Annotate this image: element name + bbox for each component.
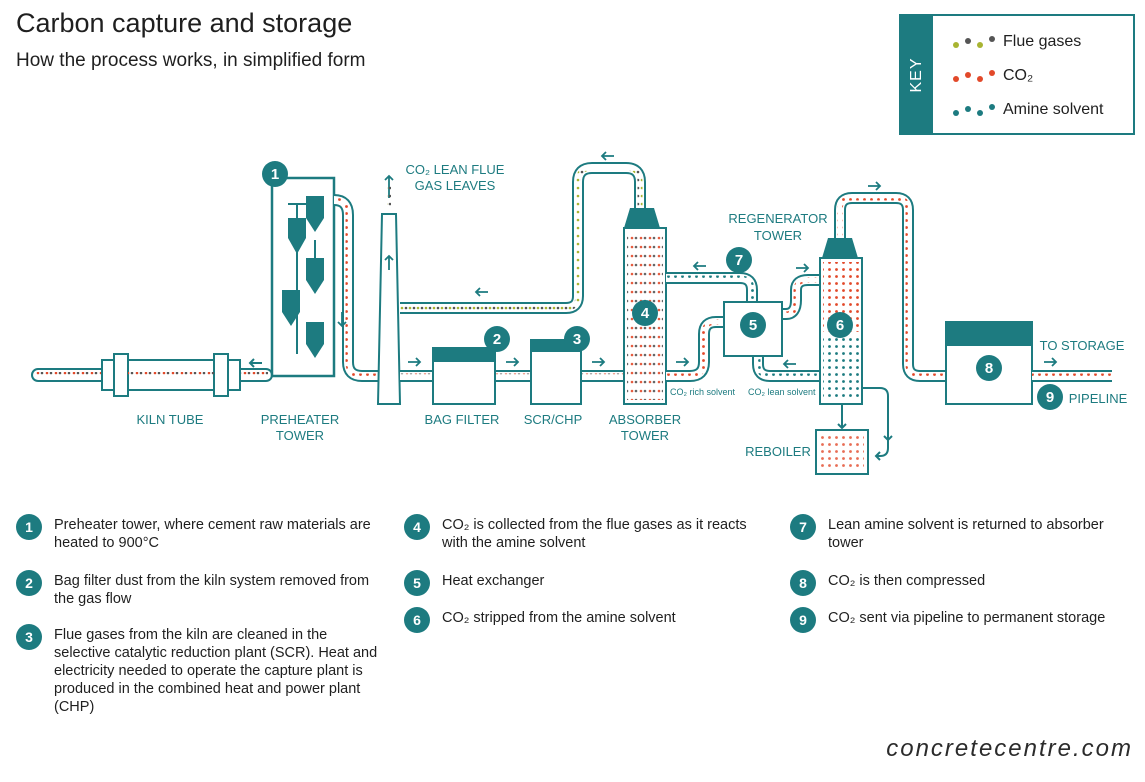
label-to-storage: TO STORAGE [1040, 338, 1125, 353]
label-preheater-1: PREHEATER [261, 412, 340, 427]
badge-6: 6 [827, 312, 853, 338]
key-label-amine: Amine solvent [1003, 101, 1104, 118]
svg-text:6: 6 [836, 317, 844, 334]
key-label-co2: CO₂ [1003, 67, 1034, 84]
step-number-badge: 4 [404, 514, 430, 540]
label-regenerator-1: REGENERATOR [728, 211, 827, 226]
step-2: 2 Bag filter dust from the kiln system r… [16, 570, 386, 608]
label-co2-lean-2: GAS LEAVES [415, 178, 496, 193]
label-absorber-2: TOWER [621, 428, 669, 443]
step-text: Preheater tower, where cement raw materi… [54, 517, 371, 551]
badge-7: 7 [726, 247, 752, 273]
badge-8: 8 [976, 355, 1002, 381]
label-kiln-tube: KILN TUBE [137, 412, 204, 427]
step-8: 8 CO₂ is then compressed [790, 570, 1130, 596]
step-number-badge: 5 [404, 570, 430, 596]
key-label-flue-gases: Flue gases [1003, 33, 1082, 50]
step-6: 6 CO₂ stripped from the amine solvent [404, 607, 776, 633]
flue-gas-dots-icon [949, 30, 999, 54]
key-item-co2: CO₂ [949, 64, 1033, 88]
page-subtitle: How the process works, in simplified for… [16, 50, 366, 71]
label-preheater-2: TOWER [276, 428, 324, 443]
label-absorber-1: ABSORBER [609, 412, 681, 427]
step-text: Lean amine solvent is returned to absorb… [828, 517, 1104, 551]
svg-text:3: 3 [573, 331, 581, 348]
label-reboiler: REBOILER [745, 444, 811, 459]
badge-4: 4 [632, 300, 658, 326]
step-4: 4 CO₂ is collected from the flue gases a… [404, 514, 776, 552]
label-pipeline: PIPELINE [1069, 391, 1128, 406]
step-9: 9 CO₂ sent via pipeline to permanent sto… [790, 607, 1130, 633]
step-text: CO₂ stripped from the amine solvent [442, 610, 676, 626]
bag-filter-unit [432, 347, 496, 405]
step-3: 3 Flue gases from the kiln are cleaned i… [16, 624, 386, 716]
step-number-badge: 3 [16, 624, 42, 650]
svg-text:9: 9 [1046, 389, 1054, 406]
step-number-badge: 8 [790, 570, 816, 596]
step-text: Heat exchanger [442, 573, 545, 589]
step-number-badge: 1 [16, 514, 42, 540]
badge-1: 1 [262, 161, 288, 187]
footer-source: concretecentre.com [886, 735, 1133, 762]
label-co2-lean-1: CO₂ LEAN FLUE [406, 162, 505, 177]
chimney-stack [376, 174, 402, 405]
amine-dots-icon [949, 98, 999, 122]
key-item-amine: Amine solvent [949, 98, 1104, 122]
step-1: 1 Preheater tower, where cement raw mate… [16, 514, 386, 552]
step-number-badge: 2 [16, 570, 42, 596]
co2-dots-icon [949, 64, 999, 88]
badge-5: 5 [740, 312, 766, 338]
svg-text:7: 7 [735, 252, 743, 269]
label-co2-rich-solvent: CO₂ rich solvent [670, 387, 736, 397]
label-regenerator-2: TOWER [754, 228, 802, 243]
reboiler-unit [815, 429, 869, 475]
step-number-badge: 7 [790, 514, 816, 540]
process-diagram: 1 2 3 4 5 6 7 8 9 KILN TUBE PREHEATER TO… [31, 151, 1128, 475]
step-7: 7 Lean amine solvent is returned to abso… [790, 514, 1130, 552]
step-text: CO₂ is then compressed [828, 573, 986, 589]
svg-text:2: 2 [493, 331, 501, 348]
badge-3: 3 [564, 326, 590, 352]
key-legend: KEY Flue gases CO₂ Amine solvent [899, 14, 1135, 135]
step-5: 5 Heat exchanger [404, 570, 776, 596]
svg-text:5: 5 [749, 317, 757, 334]
page-title: Carbon capture and storage [16, 8, 353, 38]
label-co2-lean-solvent: CO₂ lean solvent [748, 387, 816, 397]
step-text: CO₂ sent via pipeline to permanent stora… [828, 610, 1106, 626]
step-number-badge: 9 [790, 607, 816, 633]
svg-text:4: 4 [641, 305, 650, 322]
key-tab: KEY [901, 16, 933, 133]
svg-text:1: 1 [271, 166, 279, 183]
svg-text:8: 8 [985, 360, 993, 377]
step-text: CO₂ is collected from the flue gases as … [442, 517, 747, 551]
step-number-badge: 6 [404, 607, 430, 633]
preheater-tower [270, 176, 336, 378]
step-text: Flue gases from the kiln are cleaned in … [54, 627, 378, 715]
step-text: Bag filter dust from the kiln system rem… [54, 573, 370, 607]
label-scr-chp: SCR/CHP [524, 412, 583, 427]
key-item-flue-gases: Flue gases [949, 30, 1081, 54]
badge-9: 9 [1037, 384, 1063, 410]
kiln-tube [101, 353, 241, 397]
badge-2: 2 [484, 326, 510, 352]
label-bag-filter: BAG FILTER [425, 412, 500, 427]
